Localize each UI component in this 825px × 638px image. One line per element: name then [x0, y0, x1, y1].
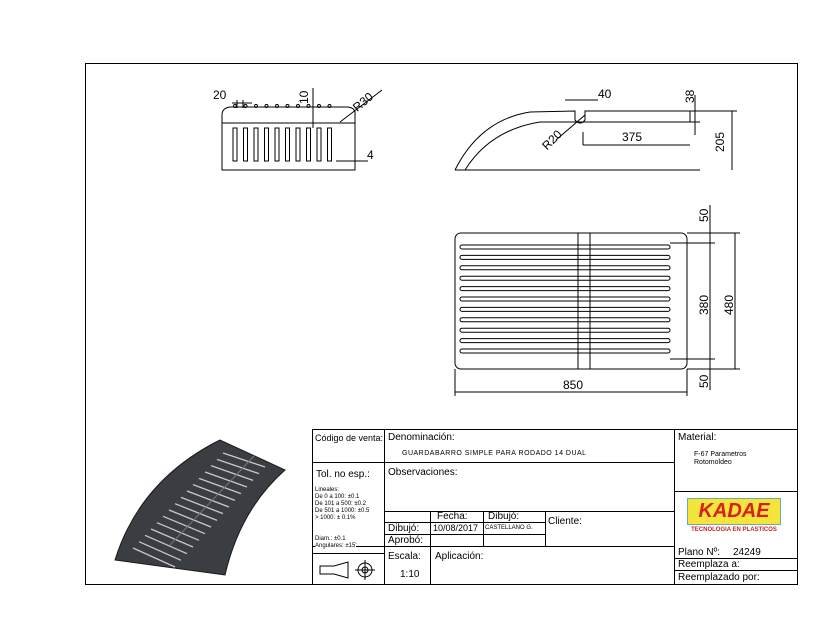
dim-50-bottom: 50	[697, 374, 711, 388]
front-slot	[285, 127, 290, 162]
dim-375: 375	[622, 130, 643, 144]
top-slot	[459, 306, 671, 312]
side-view	[454, 95, 737, 171]
front-slot	[243, 127, 248, 162]
iso-slat	[222, 452, 266, 468]
plano-value: 24249	[733, 547, 761, 558]
tol-line: > 1000: ± 0.1%	[315, 515, 356, 521]
tolerance-symbols	[319, 560, 375, 580]
front-rib	[296, 104, 300, 108]
dibujo-label: Dibujó:	[388, 523, 420, 534]
front-rib	[233, 104, 237, 108]
dim-20: 20	[213, 88, 227, 102]
denominacion-value: GUARDABARRO SIMPLE PARA RODADO 14 DUAL	[402, 450, 587, 457]
front-slot	[253, 127, 259, 162]
codigo-label: Código de venta:	[315, 433, 384, 443]
iso-slat	[144, 534, 188, 555]
top-view	[454, 205, 740, 396]
tol-line: De 501 a 1000: ±0.5	[315, 508, 370, 514]
iso-slat	[150, 528, 194, 548]
front-view	[221, 88, 383, 171]
top-slot	[459, 265, 671, 271]
dibujo-col-label: Dibujó:	[488, 511, 520, 522]
tol-line: De 0 a 100: ±0.1	[315, 494, 360, 500]
iso-slat	[216, 458, 260, 475]
plano-label: Plano Nº:	[678, 547, 721, 558]
dibujante: CASTELLANO G.	[485, 525, 533, 531]
dim-10: 10	[297, 90, 311, 104]
dim-380: 380	[697, 294, 711, 315]
front-slot	[264, 127, 269, 162]
top-slot	[459, 317, 671, 323]
dim-50-top: 50	[697, 208, 711, 222]
front-rib	[264, 104, 269, 108]
material-value-1: F-67 Parametros	[694, 451, 747, 458]
front-slot	[232, 127, 238, 162]
iso-slat	[138, 541, 182, 561]
front-rib	[275, 104, 279, 108]
dim-850: 850	[563, 378, 584, 392]
reemplazado-label: Reemplazado por:	[678, 572, 760, 583]
tol-line: De 101 a 500: ±0.2	[315, 501, 366, 507]
fecha-value: 10/08/2017	[433, 523, 479, 533]
top-slot	[459, 254, 671, 260]
front-slot	[274, 127, 280, 162]
dim-38: 38	[683, 89, 697, 103]
top-slot	[459, 348, 671, 354]
front-slot	[295, 127, 301, 162]
iso-slat	[174, 503, 218, 521]
dim-480: 480	[722, 294, 736, 315]
escala-label: Escala:	[388, 551, 421, 562]
reemplaza-label: Reemplaza a:	[678, 559, 740, 570]
angular-tol: Angulares: ±15'	[315, 543, 357, 549]
top-slot	[459, 296, 671, 302]
fecha-label: Fecha:	[437, 511, 468, 522]
logo-text: KADAE	[687, 498, 781, 525]
material-label: Material:	[678, 432, 717, 443]
aprobo-label: Aprobó:	[388, 535, 424, 546]
top-slot	[459, 286, 671, 292]
top-slot	[459, 327, 671, 333]
tol-line: Lineales:	[315, 487, 340, 493]
dim-40: 40	[598, 87, 612, 101]
iso-slat	[198, 477, 242, 495]
cliente-label: Cliente:	[548, 516, 582, 527]
front-slot	[306, 127, 311, 162]
iso-slat	[162, 515, 206, 535]
tol-label: Tol. no esp.:	[316, 469, 370, 480]
escala-value: 1:10	[400, 569, 420, 580]
iso-slat	[168, 509, 212, 528]
iso-slat	[204, 471, 248, 488]
iso-slat	[180, 496, 224, 515]
top-slot	[459, 275, 671, 281]
top-slot	[459, 244, 671, 250]
front-rib	[327, 104, 332, 108]
iso-slat	[132, 547, 176, 568]
iso-slat	[192, 484, 236, 501]
isometric-view	[114, 439, 286, 576]
iso-slat	[156, 522, 200, 541]
front-slot	[327, 127, 332, 162]
material-value-2: Rotomoldeo	[694, 459, 732, 466]
front-rib	[254, 104, 258, 108]
front-rib	[243, 104, 248, 108]
iso-slat	[210, 465, 254, 481]
dim-205: 205	[713, 131, 727, 152]
kadae-logo: KADAE TECNOLOGIA EN PLASTICOS	[682, 498, 786, 538]
front-rib	[306, 104, 311, 108]
iso-slat	[186, 490, 230, 508]
dim-4: 4	[367, 148, 374, 162]
top-slot	[459, 338, 671, 344]
front-rib	[317, 104, 321, 108]
observaciones-label: Observaciones:	[388, 467, 458, 478]
logo-subtitle: TECNOLOGIA EN PLASTICOS	[691, 527, 777, 533]
diam-tol: Diam.: ±0.1	[315, 536, 346, 542]
front-slot	[316, 127, 322, 162]
denominacion-label: Denominación:	[388, 432, 455, 443]
aplicacion-label: Aplicación:	[435, 551, 484, 562]
title-block-grid	[312, 429, 798, 585]
front-rib	[285, 104, 290, 108]
tol-lines: Lineales: De 0 a 100: ±0.1 De 101 a 500:…	[315, 487, 369, 522]
